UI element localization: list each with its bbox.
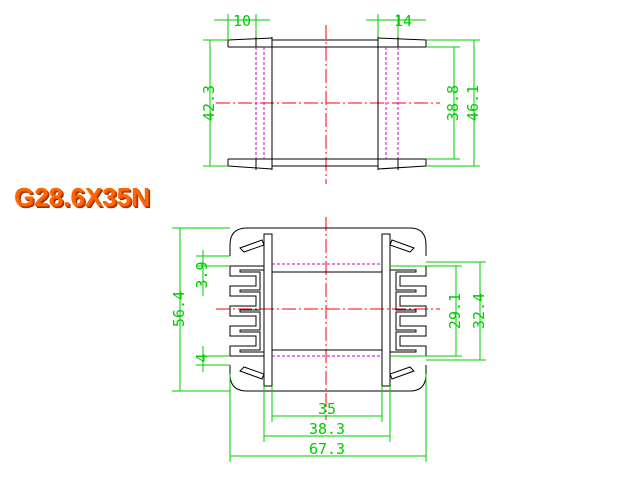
dim-bottom-67-3 (229, 374, 427, 462)
bottom-hidden-lines (272, 263, 382, 357)
dim-top-46-1 (426, 39, 480, 167)
dim-bottom-35 (271, 386, 383, 422)
dim-top-flange-right: 14 (394, 12, 412, 30)
bottom-left-comb (229, 265, 264, 357)
bottom-walls (263, 233, 391, 387)
part-number-title: G28.6X35N (14, 182, 150, 212)
dim-bottom-32-4 (426, 261, 486, 361)
dim-top-inner-height-right: 38.8 (444, 85, 462, 121)
dim-bottom-3-9 (196, 250, 230, 296)
top-upper-flange (227, 37, 427, 48)
dim-bottom-overall-height: 56.4 (170, 291, 188, 327)
top-walls (255, 37, 399, 170)
dim-bottom-29-1 (390, 265, 462, 357)
bottom-left-comb-inner (239, 269, 264, 353)
dim-top-overall-height: 46.1 (464, 85, 482, 121)
dim-bottom-upper-offset: 3.9 (193, 261, 211, 288)
dim-top-inner-height-left: 42.3 (200, 85, 218, 121)
bottom-right-comb-inner (390, 269, 417, 353)
dim-bottom-overall-width: 67.3 (309, 440, 345, 458)
top-view: 10 14 42.3 38.8 46.1 (200, 12, 482, 184)
dim-bottom-inner-width: 35 (318, 400, 336, 418)
dim-bottom-4 (196, 346, 230, 372)
dim-bottom-flange-width: 38.3 (309, 420, 345, 438)
dim-bottom-window-height: 29.1 (446, 293, 464, 329)
dim-top-flange-left: 10 (233, 12, 251, 30)
dim-top-10 (214, 14, 270, 40)
top-lower-flange (227, 158, 427, 170)
dim-top-14 (366, 14, 426, 37)
dim-top-42-3 (203, 39, 228, 167)
dim-bottom-slot-height: 32.4 (470, 293, 488, 329)
dim-bottom-38-3 (263, 386, 391, 442)
dim-top-38-8 (426, 46, 460, 160)
bottom-right-comb (390, 265, 427, 357)
dim-bottom-lower-offset: 4 (193, 353, 211, 362)
bottom-view: 56.4 3.9 4 29.1 32.4 (170, 217, 488, 462)
top-hidden-lines (255, 47, 399, 159)
dim-bottom-56-4 (172, 227, 230, 392)
